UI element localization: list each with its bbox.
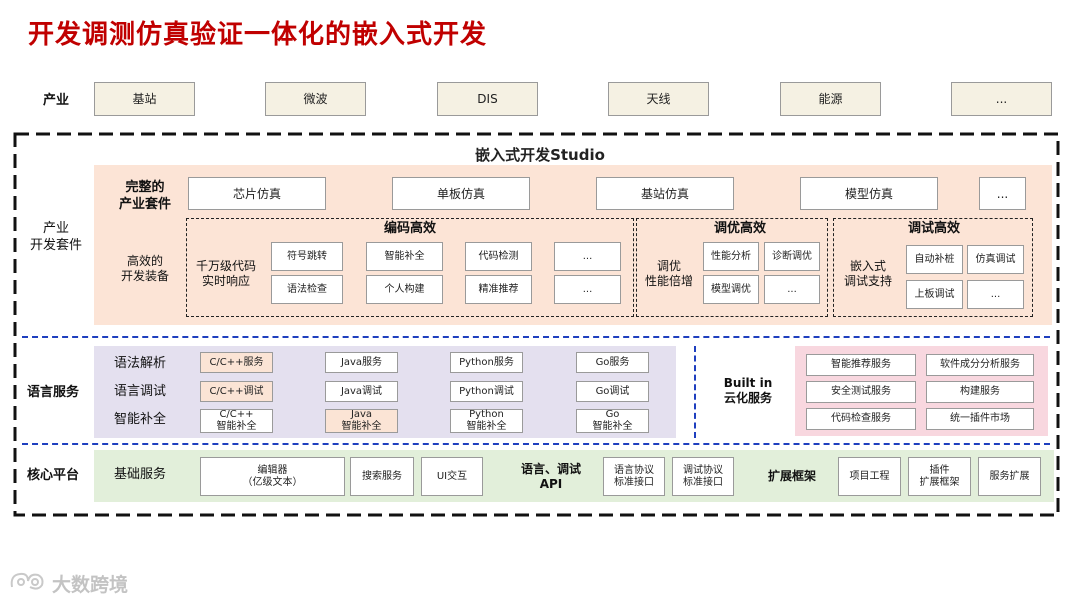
tuning-efficiency-group (636, 218, 828, 317)
coding-efficiency-group (186, 218, 634, 317)
language-debug-label: 语言调试 (113, 384, 166, 399)
personal-build: 个人构建 (366, 275, 443, 304)
go-completion: Go 智能补全 (576, 409, 649, 433)
build-service: 构建服务 (926, 381, 1034, 403)
symbol-jump: 符号跳转 (271, 242, 343, 271)
divider-language-core (22, 443, 1050, 445)
diagnosis-tuning: 诊断调优 (764, 242, 820, 271)
java-debug: Java调试 (325, 381, 398, 402)
editor: 编辑器 （亿级文本） (200, 457, 345, 496)
code-inspection-service: 代码检查服务 (806, 408, 916, 430)
auto-stub: 自动补桩 (906, 245, 963, 274)
language-protocol-interface: 语言协议 标准接口 (603, 457, 665, 496)
debug-protocol-interface: 调试协议 标准接口 (672, 457, 734, 496)
industry-item-more: ... (951, 82, 1052, 116)
syntax-check: 语法检查 (271, 275, 343, 304)
smart-recommend-service: 智能推荐服务 (806, 354, 916, 376)
core-platform-label: 核心平台 (26, 468, 79, 483)
service-extension: 服务扩展 (978, 457, 1041, 496)
industry-item-energy: 能源 (780, 82, 881, 116)
cpp-completion: C/C++ 智能补全 (200, 409, 273, 433)
java-completion: Java 智能补全 (325, 409, 398, 433)
industry-label: 产业 (42, 93, 69, 108)
debugging-efficiency-title: 调试高效 (907, 221, 960, 236)
sca-service: 软件成分分析服务 (926, 354, 1034, 376)
watermark-text: 大数跨境 (52, 573, 129, 596)
simulation-debug: 仿真调试 (967, 245, 1024, 274)
ui-interaction: UI交互 (421, 457, 483, 496)
complete-suite-label: 完整的 产业套件 (118, 180, 171, 212)
model-tuning: 模型调优 (703, 275, 759, 304)
smart-completion: 智能补全 (366, 242, 443, 271)
cpp-service: C/C++服务 (200, 352, 273, 373)
industry-item-microwave: 微波 (265, 82, 366, 116)
cpp-debug: C/C++调试 (200, 381, 273, 402)
project-engineering: 项目工程 (838, 457, 901, 496)
studio-title: 嵌入式开发Studio (475, 146, 605, 164)
coding-more-2: ... (554, 275, 621, 304)
watermark: 大数跨境 (8, 569, 128, 597)
industry-item-base-station: 基站 (94, 82, 195, 116)
search-service: 搜索服务 (350, 457, 414, 496)
efficient-equipment-label: 高效的 开发装备 (120, 254, 169, 283)
java-service: Java服务 (325, 352, 398, 373)
tuning-more: ... (764, 275, 820, 304)
python-service: Python服务 (450, 352, 523, 373)
base-station-simulation: 基站仿真 (596, 177, 734, 210)
dev-kit-label: 产业 开发套件 (29, 221, 82, 253)
cloud-services-label: Built in 云化服务 (723, 376, 773, 405)
debugging-more: ... (967, 280, 1024, 309)
python-completion: Python 智能补全 (450, 409, 523, 433)
tuning-performance-label: 调优 性能倍增 (644, 259, 693, 288)
embedded-debug-label: 嵌入式 调试支持 (843, 259, 892, 288)
performance-analysis: 性能分析 (703, 242, 759, 271)
divider-vertical-language-cloud (694, 346, 696, 438)
go-debug: Go调试 (576, 381, 649, 402)
coding-response-label: 千万级代码 实时响应 (195, 259, 256, 288)
precise-recommend: 精准推荐 (465, 275, 532, 304)
tuning-efficiency-title: 调优高效 (713, 221, 766, 236)
model-simulation: 模型仿真 (800, 177, 938, 210)
smart-completion-label: 智能补全 (113, 412, 166, 427)
extension-framework-label: 扩展框架 (767, 469, 816, 483)
industry-item-dis: DIS (437, 82, 538, 116)
plugin-extension-framework: 插件 扩展框架 (908, 457, 971, 496)
watermark-logo-icon (8, 569, 46, 597)
syntax-parse-label: 语法解析 (113, 356, 166, 371)
debugging-efficiency-group (833, 218, 1033, 317)
api-label: 语言、调试 API (520, 462, 581, 491)
page-title: 开发调测仿真验证一体化的嵌入式开发 (28, 20, 488, 50)
plugin-market: 统一插件市场 (926, 408, 1034, 430)
on-board-debug: 上板调试 (906, 280, 963, 309)
basic-services-label: 基础服务 (113, 467, 166, 482)
security-test-service: 安全测试服务 (806, 381, 916, 403)
industry-item-antenna: 天线 (608, 82, 709, 116)
coding-efficiency-title: 编码高效 (383, 221, 436, 236)
go-service: Go服务 (576, 352, 649, 373)
python-debug: Python调试 (450, 381, 523, 402)
suite-more: ... (979, 177, 1026, 210)
board-simulation: 单板仿真 (392, 177, 530, 210)
divider-studio-language (22, 336, 1050, 338)
chip-simulation: 芯片仿真 (188, 177, 326, 210)
code-check: 代码检测 (465, 242, 532, 271)
language-services-label: 语言服务 (26, 385, 79, 400)
coding-more-1: ... (554, 242, 621, 271)
